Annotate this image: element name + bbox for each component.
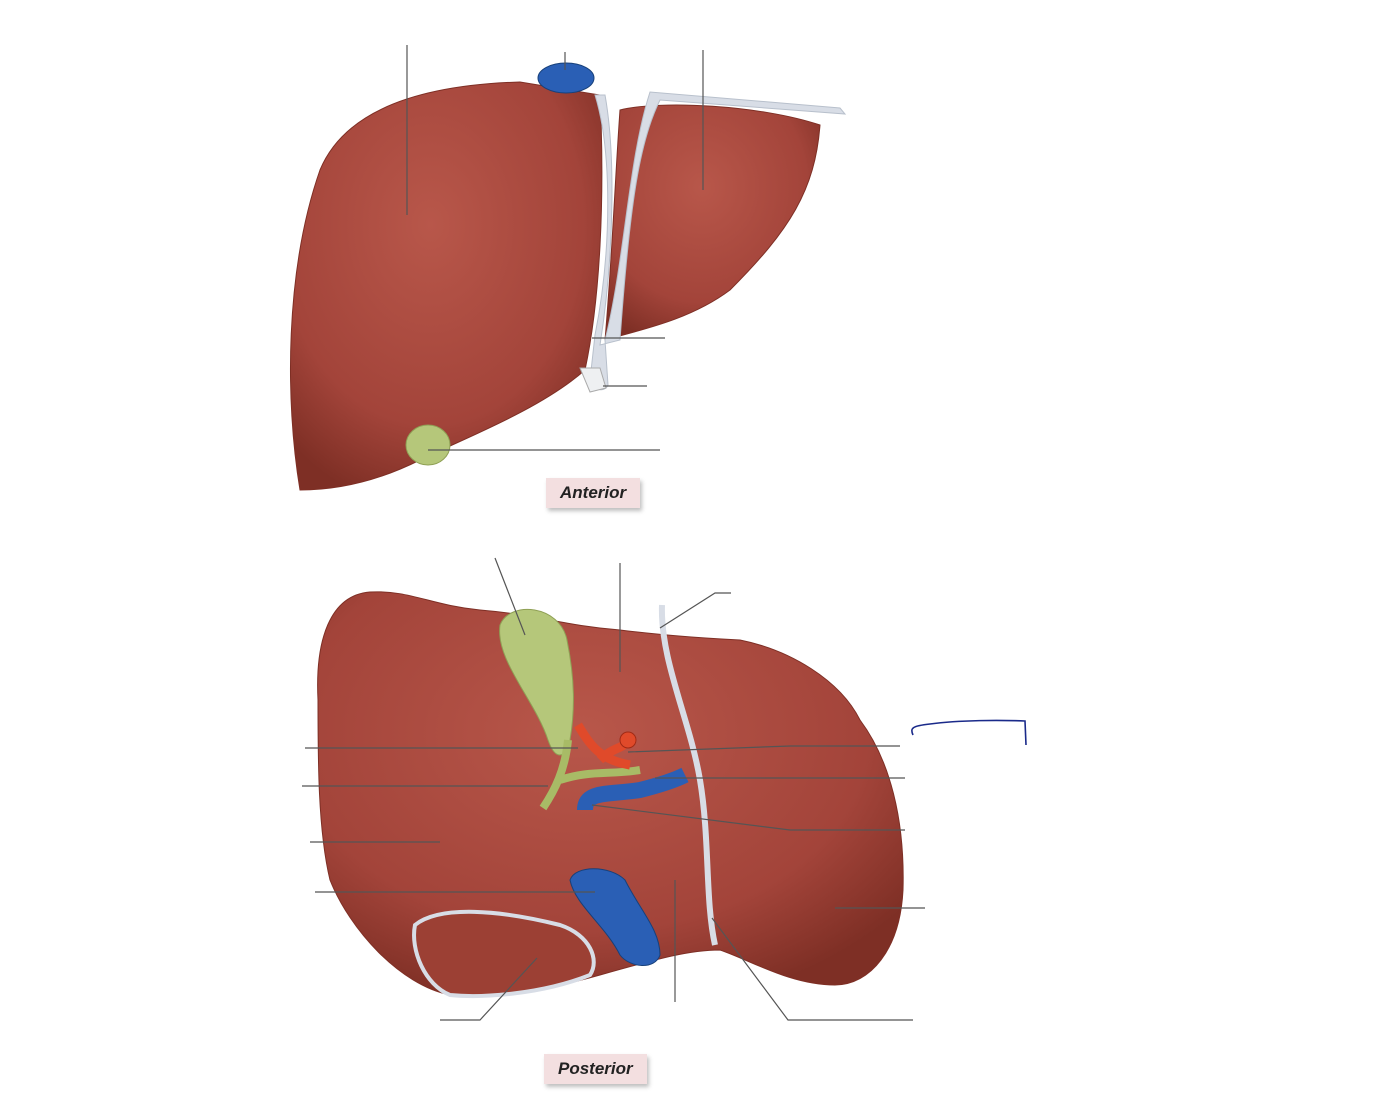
anterior-leader-lines	[406, 45, 704, 451]
inferior-vena-cava-top	[537, 62, 595, 94]
common-bile-duct	[558, 766, 641, 784]
handwritten-bracket-annotation	[911, 719, 1027, 746]
caudate-lobe	[412, 909, 596, 998]
posterior-leader-lines	[302, 557, 925, 1021]
round-ligament	[579, 367, 607, 393]
hepatic-artery-end	[619, 731, 637, 749]
anterior-liver	[290, 62, 847, 491]
anterior-view-label: Anterior	[546, 478, 641, 508]
falciform-ligament	[589, 91, 847, 391]
right-lobe	[290, 81, 603, 491]
fissure-ligamentum-venosum	[658, 604, 718, 946]
inferior-vena-cava	[569, 868, 661, 966]
gallbladder-fundus	[405, 424, 451, 466]
left-lobe	[604, 104, 821, 341]
posterior-view-label: Posterior	[544, 1054, 647, 1084]
gallbladder	[499, 609, 574, 756]
hepatic-portal-vein	[577, 767, 689, 812]
posterior-liver	[317, 591, 904, 998]
